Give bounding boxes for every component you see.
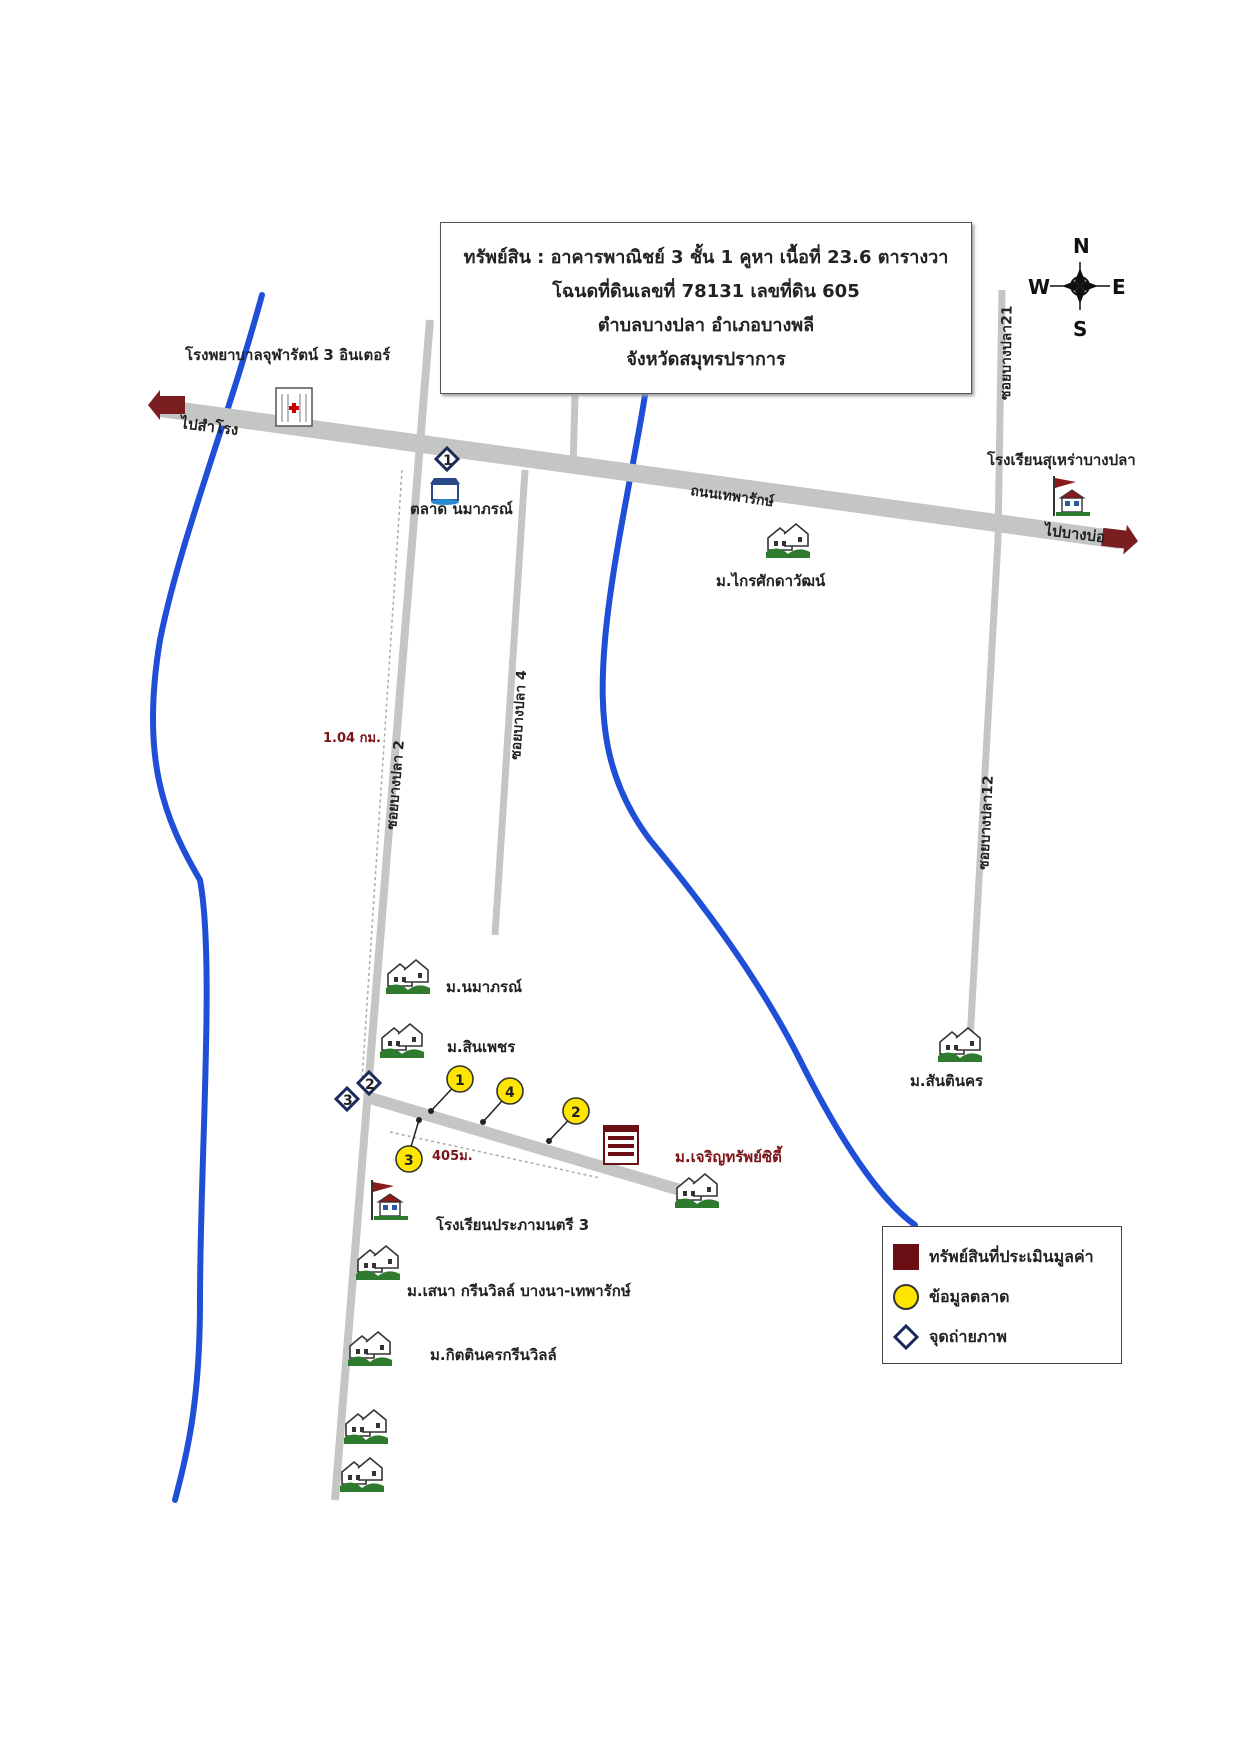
legend-photo-label: จุดถ่ายภาพ (929, 1326, 1007, 1346)
road-soi4 (491, 469, 529, 936)
road-soi-upper (569, 394, 579, 471)
school-east-label: โรงเรียนสุเหร่าบางปลา (986, 450, 1136, 470)
village-kitti-label: ม.กิตตินครกรีนวิลล์ (430, 1346, 557, 1364)
village-charoen-icon (674, 1173, 720, 1209)
info-line-2: โฉนดที่ดินเลขที่ 78131 เลขที่ดิน 605 (552, 281, 860, 302)
village-sinpetch-icon (379, 1023, 425, 1059)
village-charoen-label: ม.เจริญทรัพย์ซิตี้ (675, 1145, 783, 1166)
market-label: ตลาด นมาภรณ์ (410, 500, 513, 518)
distance-label-soi2: 1.04 กม. (323, 731, 381, 746)
village-unnamed-2-icon (339, 1457, 385, 1493)
compass-w: W (1028, 275, 1050, 299)
legend-row-photo: จุดถ่ายภาพ (891, 1317, 1113, 1357)
market-icon (430, 478, 460, 505)
village-sena-icon (355, 1245, 401, 1281)
compass-s: S (1073, 317, 1087, 341)
info-line-3: ตำบลบางปลา อำเภอบางพลี (597, 315, 815, 336)
road-label-soi12: ซอยบางปลา12 (976, 775, 997, 870)
arrow-west (148, 390, 185, 420)
hospital-icon (275, 387, 313, 427)
compass-rose-icon (1050, 262, 1110, 310)
legend-row-market: ข้อมูลตลาด (891, 1277, 1113, 1317)
legend-property-label: ทรัพย์สินที่ประเมินมูลค่า (929, 1246, 1094, 1266)
road-label-soi4: ซอยบางปลา 4 (508, 669, 530, 760)
village-namaporn-icon (385, 959, 431, 995)
legend-market-label: ข้อมูลตลาด (929, 1286, 1010, 1306)
photo-point-1-number: 1 (443, 453, 453, 469)
info-line-4: จังหวัดสมุทรปราการ (626, 349, 786, 370)
legend: ทรัพย์สินที่ประเมินมูลค่า ข้อมูลตลาด จุด… (882, 1226, 1122, 1364)
market-point-2-number: 2 (571, 1105, 581, 1121)
photo-point-3-number: 3 (343, 1093, 353, 1109)
village-krai-label: ม.ไกรศักดาวัฒน์ (716, 571, 826, 590)
village-sena-label: ม.เสนา กรีนวิลล์ บางนา-เทพารักษ์ (407, 1282, 631, 1300)
arrow-east (1101, 524, 1138, 555)
road-branch (368, 1092, 682, 1196)
compass-n: N (1073, 234, 1090, 258)
compass-e: E (1112, 275, 1126, 299)
village-sinpetch-label: ม.สินเพชร (447, 1038, 516, 1056)
market-point-3-number: 3 (404, 1153, 414, 1169)
photo-diamond-icon (891, 1322, 921, 1352)
property-swatch-icon (891, 1242, 921, 1272)
road-soi21 (994, 289, 1006, 541)
road-label-soi21: ซอยบางปลา21 (998, 305, 1016, 400)
legend-row-property: ทรัพย์สินที่ประเมินมูลค่า (891, 1237, 1113, 1277)
village-kitti-icon (347, 1331, 393, 1367)
village-krai-icon (765, 523, 811, 559)
school-south-icon (371, 1179, 409, 1221)
market-data-dots (416, 1108, 552, 1144)
village-santinakorn-icon (937, 1027, 983, 1063)
photo-point-2-number: 2 (365, 1077, 375, 1093)
direction-east-label: ไปบางบ่อ (1042, 520, 1107, 547)
village-namaporn-label: ม.นมาภรณ์ (446, 978, 522, 996)
market-point-4-number: 4 (505, 1085, 515, 1101)
info-line-1: ทรัพย์สิน : อาคารพาณิชย์ 3 ชั้น 1 คูหา เ… (463, 247, 949, 268)
market-point-1-number: 1 (455, 1073, 465, 1089)
canal-central (599, 392, 918, 1228)
market-circle-icon (891, 1282, 921, 1312)
hospital-label: โรงพยาบาลจุฬารัตน์ 3 อินเตอร์ (184, 345, 391, 365)
subject-property-icon (603, 1125, 639, 1165)
distance-label-branch: 405ม. (432, 1149, 473, 1164)
road-soi2 (331, 319, 434, 1501)
canal-west (149, 292, 265, 1503)
school-south-label: โรงเรียนประภามนตรี 3 (435, 1215, 589, 1234)
school-east-icon (1053, 475, 1091, 517)
road-soi12 (966, 539, 1002, 1041)
village-unnamed-1-icon (343, 1409, 389, 1445)
road-label-soi2: ซอยบางปลา 2 (384, 740, 408, 831)
village-santinakorn-label: ม.สันตินคร (910, 1072, 984, 1090)
road-theparak (158, 399, 1122, 549)
property-info-box: ทรัพย์สิน : อาคารพาณิชย์ 3 ชั้น 1 คูหา เ… (440, 222, 972, 394)
road-network (158, 289, 1122, 1501)
